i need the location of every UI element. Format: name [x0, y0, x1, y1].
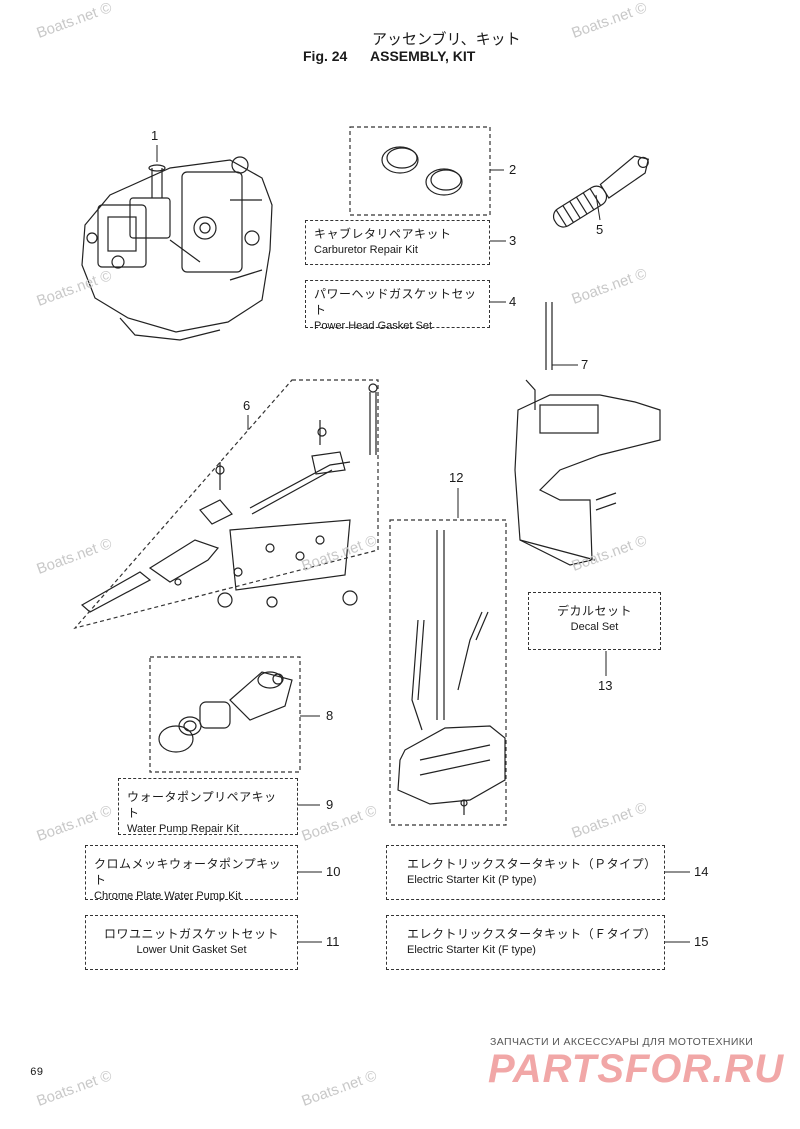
- driveshaft-group-box: [389, 519, 507, 826]
- kit-label-jp: エレクトリックスタータキット（Ｆタイプ）: [407, 927, 657, 941]
- callout-10: 10: [326, 864, 341, 879]
- kit-label-jp: クロムメッキウォータポンプキット: [94, 857, 282, 887]
- callout-6: 6: [243, 398, 251, 413]
- electric-starter-kit-f-box: エレクトリックスタータキット（Ｆタイプ） Electric Starter Ki…: [386, 915, 665, 970]
- callout-15: 15: [694, 934, 709, 949]
- figure-number: Fig. 24: [303, 48, 348, 64]
- kit-label-jp: ロワユニットガスケットセット: [103, 927, 279, 941]
- page-number: 69: [30, 1067, 44, 1079]
- site-banner-tagline: ЗАПЧАСТИ И АКСЕССУАРЫ ДЛЯ МОТОТЕХНИКИ: [490, 1036, 754, 1048]
- callout-14: 14: [694, 864, 709, 879]
- kit-label-en: Power Head Gasket Set: [314, 320, 433, 332]
- callout-12: 12: [449, 470, 464, 485]
- water-pump-group-box: [149, 656, 301, 773]
- callout-9: 9: [326, 797, 334, 812]
- lower-unit-gasket-set-box: ロワユニットガスケットセット Lower Unit Gasket Set: [85, 915, 298, 970]
- kit-label-en: Carburetor Repair Kit: [314, 244, 418, 256]
- water-pump-repair-kit-box: ウォータポンプリペアキット Water Pump Repair Kit: [118, 778, 298, 835]
- kit-label-en: Water Pump Repair Kit: [127, 823, 240, 835]
- callout-7: 7: [581, 357, 589, 372]
- kit-label-en: Electric Starter Kit (F type): [407, 944, 536, 956]
- kit-label-jp: デカルセット: [556, 604, 632, 618]
- chrome-plate-water-pump-kit-box: クロムメッキウォータポンプキット Chrome Plate Water Pump…: [85, 845, 298, 902]
- kit-label-jp: パワーヘッドガスケットセット: [314, 287, 477, 317]
- kit-label-en: Lower Unit Gasket Set: [136, 944, 247, 956]
- power-head-gasket-set-box: パワーヘッドガスケットセット Power Head Gasket Set: [305, 280, 490, 332]
- kit-label-en: Electric Starter Kit (P type): [407, 874, 537, 886]
- kit-label-jp: エレクトリックスタータキット（Ｐタイプ）: [407, 857, 657, 871]
- callout-8: 8: [326, 708, 334, 723]
- decal-set-box: デカルセット Decal Set: [528, 592, 661, 650]
- callout-11: 11: [326, 934, 340, 949]
- callout-2: 2: [509, 162, 517, 177]
- power-head-drawing: [81, 156, 273, 341]
- title-japanese: アッセンブリ、キット: [372, 30, 521, 48]
- kit-label-jp: ウォータポンプリペアキット: [127, 790, 277, 820]
- kit-label-en: Decal Set: [570, 621, 619, 633]
- callout-1: 1: [151, 128, 159, 143]
- site-banner-logo[interactable]: PARTSFOR.RU: [488, 1047, 785, 1091]
- kit-label-jp: キャブレタリペアキット: [314, 227, 452, 241]
- callout-5: 5: [596, 222, 604, 237]
- callout-3: 3: [509, 233, 517, 248]
- callout-13: 13: [598, 678, 613, 693]
- callout-4: 4: [509, 294, 517, 309]
- figure-title: ASSEMBLY, KIT: [370, 48, 476, 64]
- steering-group-box: [73, 379, 379, 630]
- orings-box: [349, 126, 491, 216]
- electric-starter-kit-p-box: エレクトリックスタータキット（Ｐタイプ） Electric Starter Ki…: [386, 845, 665, 900]
- carburetor-repair-kit-box: キャブレタリペアキット Carburetor Repair Kit: [305, 220, 490, 265]
- kit-label-en: Chrome Plate Water Pump Kit: [94, 890, 241, 902]
